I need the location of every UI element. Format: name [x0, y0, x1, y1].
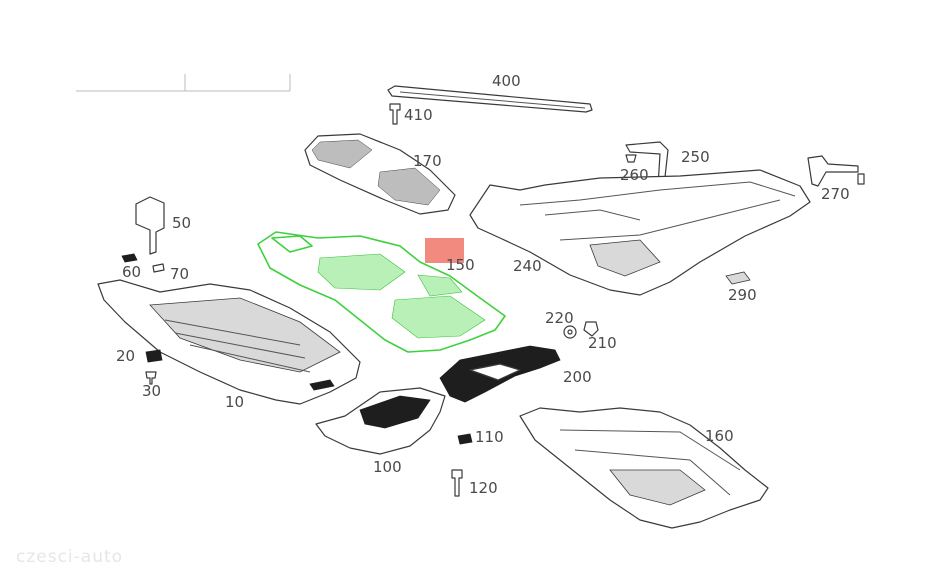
label-10: 10	[225, 393, 245, 411]
label-410: 410	[404, 106, 433, 124]
part-120-bolt	[451, 469, 463, 497]
label-220: 220	[545, 309, 574, 327]
label-160: 160	[705, 427, 734, 445]
part-270-bracket	[807, 155, 865, 187]
label-100: 100	[373, 458, 402, 476]
part-170-panel	[304, 133, 456, 215]
label-150: 150	[446, 256, 475, 274]
part-160-panel	[519, 407, 769, 529]
part-100-panel	[315, 387, 446, 455]
label-110: 110	[475, 428, 504, 446]
part-210-nut	[583, 321, 599, 337]
part-410-bolt	[389, 103, 401, 125]
label-120: 120	[469, 479, 498, 497]
label-70: 70	[170, 265, 190, 283]
part-30-screw	[145, 371, 157, 385]
part-240-cover	[469, 169, 811, 296]
frame-lines	[76, 74, 291, 92]
part-50-bracket	[135, 196, 165, 255]
part-220-washer	[563, 325, 577, 339]
part-200-bracket	[439, 345, 561, 403]
label-290: 290	[728, 286, 757, 304]
label-400: 400	[492, 72, 521, 90]
part-150-panel-highlighted	[257, 231, 506, 353]
label-60: 60	[122, 263, 142, 281]
label-270: 270	[821, 185, 850, 203]
part-10-panel	[97, 279, 361, 405]
part-400-strut	[387, 85, 593, 113]
part-70-clip	[152, 263, 165, 273]
label-250: 250	[681, 148, 710, 166]
label-260: 260	[620, 166, 649, 184]
watermark: czesci-auto	[16, 547, 124, 567]
label-240: 240	[513, 257, 542, 275]
part-290-clip	[725, 271, 751, 285]
part-110-clip	[457, 433, 473, 445]
part-60-clip	[121, 253, 138, 263]
label-210: 210	[588, 334, 617, 352]
label-50: 50	[172, 214, 192, 232]
label-170: 170	[413, 152, 442, 170]
part-20-clip	[145, 349, 163, 363]
label-200: 200	[563, 368, 592, 386]
label-30: 30	[142, 382, 162, 400]
highlight-marker	[425, 238, 464, 263]
label-20: 20	[116, 347, 136, 365]
part-260-clip	[625, 154, 637, 163]
